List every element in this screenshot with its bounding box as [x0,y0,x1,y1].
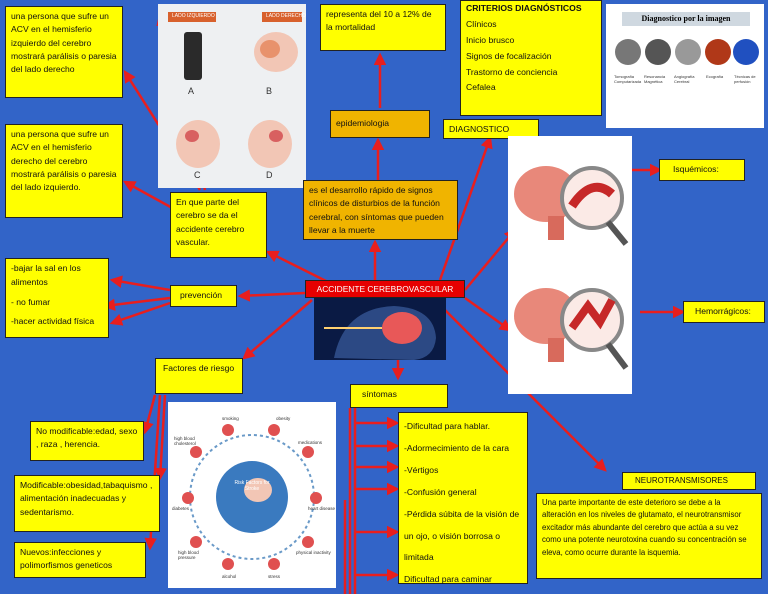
imaging-label: Angiografía Cerebral [674,74,695,84]
wheel-label: medications [298,440,323,445]
imaging-label: Técnicas de perfusión [734,74,756,84]
hemorrhagic-label: Hemorrágicos: [695,306,751,316]
wheel-label: diabetes [172,506,190,511]
criteria-title: CRITERIOS DIAGNÓSTICOS [466,3,582,13]
label-b: B [266,86,273,96]
wheel-label: high blood pressure [178,550,199,560]
prevention-label: prevención [180,290,223,300]
modifiable-box: Modificable:obesidad,tabaquismo , alimen… [14,475,160,532]
right-side-label: LADO DERECHO [266,13,307,19]
label-d: D [266,170,273,180]
ischemic-label: Isquémicos: [673,164,719,174]
prevention-item: -hacer actividad física [11,316,95,327]
modifiable-text: Modificable:obesidad,tabaquismo , alimen… [20,480,153,517]
neurotransmitters-label: NEUROTRANSMISORES [635,476,728,485]
location-question-text: En que parte del cerebro se da el accide… [176,197,245,247]
left-side-label: LADO IZQUIERDO [172,13,215,19]
risk-factors-box: Factores de riesgo [155,358,243,394]
epidemiology-box: epidemiologia [330,110,430,138]
symptom-item: -Adormecimiento de la cara [404,442,510,453]
diagnostic-label: DIAGNOSTICO [449,124,510,134]
left-hemisphere-box: una persona que sufre un ACV en el hemis… [5,6,123,98]
criteria-item: Inicio brusco [466,34,515,45]
label-c: C [194,170,201,180]
criteria-item: Clínicos [466,18,497,29]
center-title: ACCIDENTE CEREBROVASCULAR [316,284,454,294]
prevention-item: -bajar la sal en los alimentos [11,263,81,287]
wheel-label: obesity [276,416,291,421]
right-hemisphere-box: una persona que sufre un ACV en el hemis… [5,124,123,218]
epidemiology-label: epidemiologia [336,118,390,128]
diagnostic-box: DIAGNOSTICO [443,119,539,139]
definition-box: es el desarrollo rápido de signos clínic… [303,180,458,240]
neurotransmitters-box: NEUROTRANSMISORES [622,472,756,490]
prevention-box: prevención [170,285,237,307]
symptom-item: Dificultad para caminar [404,574,492,585]
wheel-label: alcohol [222,574,237,579]
symptoms-label: síntomas [362,389,397,399]
new-factors-box: Nuevos:infecciones y polimorfismos genet… [14,542,146,578]
prevention-list-box: -bajar la sal en los alimentos - no fuma… [5,258,109,338]
symptom-item: -Confusión general [404,486,477,497]
wheel-label: smoking [222,416,239,421]
criteria-item: Cefalea [466,82,496,93]
non-modifiable-box: No modificable:edad, sexo , raza , heren… [30,421,144,461]
stroke-types-image [508,136,632,394]
diagnostic-criteria-box: CRITERIOS DIAGNÓSTICOS Clínicos Inicio b… [460,0,602,116]
definition-text: es el desarrollo rápido de signos clínic… [309,185,444,235]
neurotransmitters-text-box: Una parte importante de este deterioro s… [536,493,762,579]
criteria-item: Signos de focalización [466,50,552,61]
wheel-label: stress [268,574,281,579]
head-brain-image [314,298,446,360]
symptom-item: -Vértigos [404,464,439,475]
new-factors-text: Nuevos:infecciones y polimorfismos genet… [20,547,113,571]
wheel-label: heart disease [308,506,336,511]
wheel-label: high blood cholesterol [174,436,196,446]
wheel-label: physical inactivity [296,550,331,555]
prevention-item: - no fumar [11,296,51,307]
mortality-stat-text: representa del 10 a 12% de la mortalidad [326,9,432,33]
center-title-box: ACCIDENTE CEREBROVASCULAR [305,280,465,298]
imaging-label: Ecografía [706,74,724,79]
wheel-center-text: Risk Factors for Stroke [234,480,270,492]
criteria-item: Trastorno de conciencia [466,66,558,77]
ischemic-box: Isquémicos: [659,159,745,181]
risk-factors-wheel-image: Risk Factors for Stroke smoking obesity … [168,402,336,588]
non-modifiable-text: No modificable:edad, sexo , raza , heren… [36,426,138,450]
hemorrhagic-box: Hemorrágicos: [683,301,765,323]
imaging-label: Resonancia Magnética [644,74,666,84]
symptom-item: -Dificultad para hablar. [404,421,490,431]
left-hemisphere-text: una persona que sufre un ACV en el hemis… [11,11,117,75]
imaging-diagnosis-image: Diagnostico por la imagen Tomografía Com… [606,4,764,128]
imaging-title: Diagnostico por la imagen [622,12,750,26]
mortality-stat-box: representa del 10 a 12% de la mortalidad [320,4,446,51]
neurotransmitters-text: Una parte importante de este deterioro s… [542,498,747,557]
right-hemisphere-text: una persona que sufre un ACV en el hemis… [11,129,117,193]
label-a: A [188,86,195,96]
brain-sides-image: LADO IZQUIERDO LADO DERECHO A B C D [158,4,306,188]
symptom-item: -Pérdida súbita de la visión de un ojo, … [404,508,520,563]
location-question-box: En que parte del cerebro se da el accide… [170,192,267,258]
symptoms-list-box: -Dificultad para hablar. -Adormecimiento… [398,412,528,584]
imaging-label: Tomografía Computarizada [614,74,642,84]
risk-factors-label: Factores de riesgo [163,363,235,373]
symptoms-box: síntomas [350,384,448,408]
